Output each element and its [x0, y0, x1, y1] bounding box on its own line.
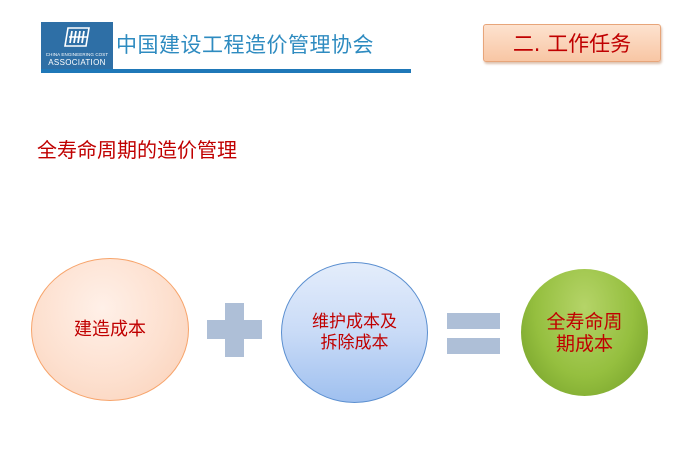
lifecycle-cost-circle: 全寿命周 期成本 [521, 269, 648, 396]
association-logo: CHINA ENGINEERING COST ASSOCIATION [41, 22, 113, 72]
logo-association-text: ASSOCIATION [48, 58, 106, 67]
page-title: 全寿命周期的造价管理 [37, 138, 237, 162]
section-tag: 二. 工作任务 [483, 24, 661, 62]
equals-sign-bottom-bar [447, 338, 500, 354]
lifecycle-cost-line-2: 期成本 [555, 332, 613, 355]
construction-cost-label: 建造成本 [74, 319, 146, 340]
logo-mark-icon [64, 27, 90, 47]
maintenance-cost-line-1: 维护成本及 [312, 311, 397, 332]
header-divider [41, 69, 411, 73]
plus-sign-vertical [225, 303, 244, 357]
maintenance-demolition-cost-circle: 维护成本及 拆除成本 [281, 262, 428, 403]
construction-cost-circle: 建造成本 [31, 258, 189, 401]
equals-sign-top-bar [447, 313, 500, 329]
lifecycle-cost-line-1: 全寿命周 [546, 310, 623, 333]
section-tag-label: 二. 工作任务 [512, 32, 632, 56]
lifecycle-cost-label: 全寿命周 期成本 [546, 311, 622, 355]
maintenance-cost-line-2: 拆除成本 [320, 332, 389, 353]
construction-cost-line-1: 建造成本 [74, 319, 146, 340]
maintenance-demolition-cost-label: 维护成本及 拆除成本 [312, 312, 397, 354]
logo-small-text: CHINA ENGINEERING COST [45, 52, 109, 57]
organization-name: 中国建设工程造价管理协会 [116, 33, 374, 57]
